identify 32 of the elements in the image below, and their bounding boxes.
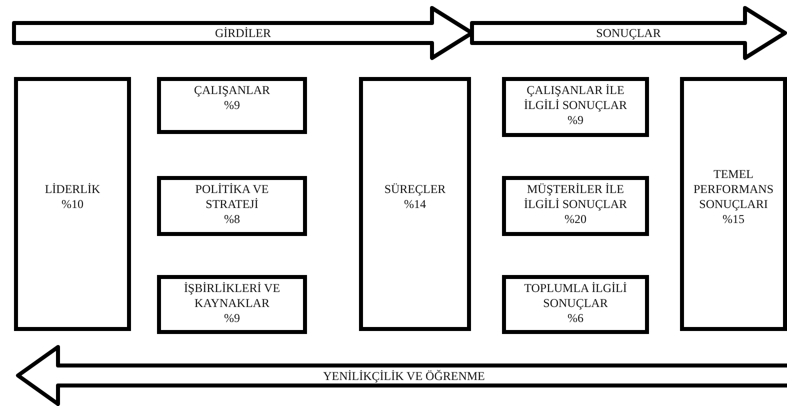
criterion-label: TOPLUMLA İLGİLİ SONUÇLAR	[523, 281, 628, 311]
criterion-label: LİDERLİK	[44, 182, 100, 197]
flow-banner	[16, 345, 787, 406]
criterion-label: ÇALIŞANLAR	[194, 83, 270, 98]
criterion-box	[157, 176, 307, 236]
criterion-box	[359, 77, 471, 331]
weight-label: %9	[568, 113, 584, 128]
criterion-label: ÇALIŞANLAR İLE İLGİLİ SONUÇLAR	[523, 83, 628, 113]
banner-label: YENİLİKÇİLİK VE ÖĞRENME	[322, 368, 486, 382]
criterion-box	[14, 77, 131, 331]
criterion-box	[680, 77, 787, 331]
weight-label: %9	[224, 311, 240, 326]
criterion-label: SÜREÇLER	[384, 182, 446, 197]
banner-label: GİRDİLER	[214, 26, 272, 40]
flow-banner	[470, 6, 787, 60]
criterion-label: İŞBİRLİKLERİ VE KAYNAKLAR	[182, 281, 282, 311]
criterion-label: MÜŞTERİLER İLE İLGİLİ SONUÇLAR	[523, 182, 628, 212]
weight-label: %8	[224, 212, 240, 227]
weight-label: %20	[564, 212, 586, 227]
criterion-box	[502, 77, 649, 137]
weight-label: %9	[224, 98, 240, 113]
weight-label: %6	[568, 311, 584, 326]
criterion-box	[502, 176, 649, 236]
criterion-label: POLİTİKA VE STRATEJİ	[194, 182, 270, 212]
criterion-box	[157, 275, 307, 334]
weight-label: %15	[722, 212, 744, 227]
weight-label: %14	[404, 197, 426, 212]
criterion-box	[157, 77, 307, 134]
criterion-box	[502, 275, 649, 334]
banner-label: SONUÇLAR	[595, 26, 662, 40]
weight-label: %10	[62, 197, 84, 212]
criterion-label: TEMEL PERFORMANS SONUÇLARI	[692, 167, 775, 212]
